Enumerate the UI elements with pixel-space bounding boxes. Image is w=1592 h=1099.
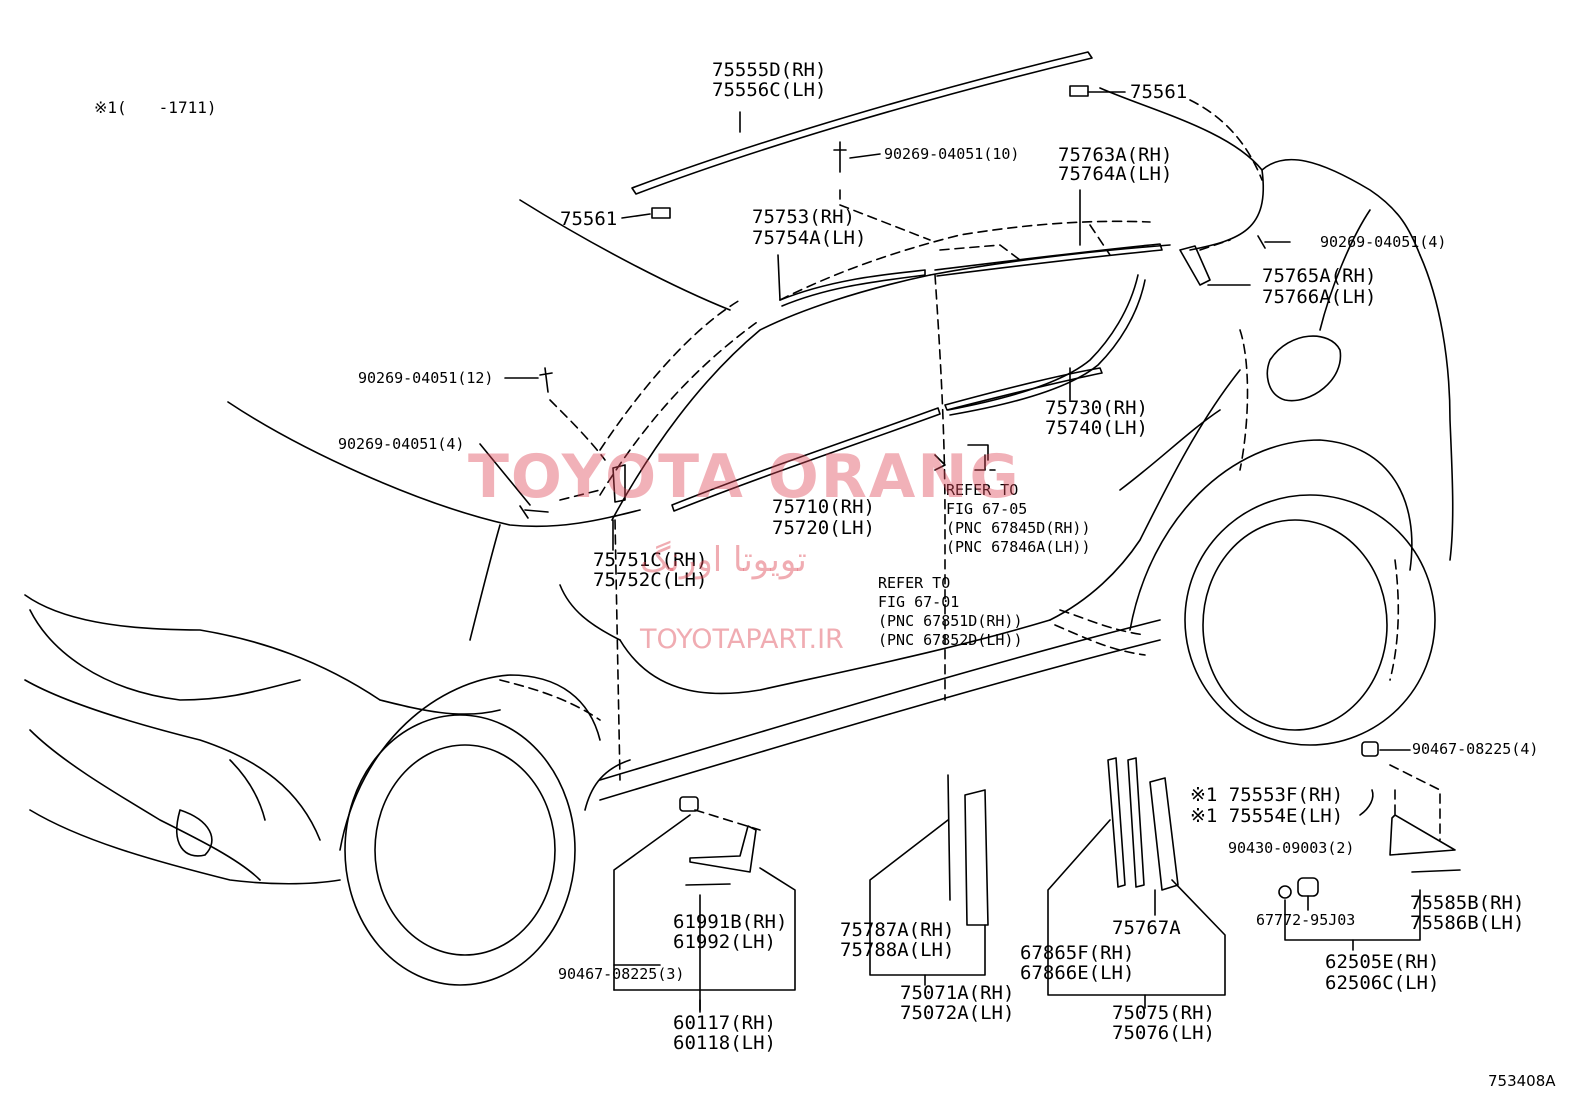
roof-clips bbox=[621, 85, 1126, 219]
watermark-brand: TOYOTA ORANG bbox=[468, 442, 1021, 512]
label-clip-4: 90467-08225(4) bbox=[1412, 740, 1539, 758]
label-pillar-garnish-rh: 75751C(RH) bbox=[593, 549, 708, 571]
label-rear-quarter-assy-lh: 62506C(LH) bbox=[1325, 972, 1440, 994]
label-rear-quarter-lh: 75586B(LH) bbox=[1410, 912, 1525, 934]
refer-note-1-line1: REFER TO bbox=[946, 481, 1019, 499]
rear-quarter-group bbox=[1278, 741, 1461, 951]
rear-garnish-part bbox=[1179, 245, 1251, 286]
diagram-code: 753408A bbox=[1488, 1072, 1556, 1090]
refer-note-2-line4: (PNC 67852D(LH)) bbox=[878, 631, 1023, 649]
label-roof-rail-lh: 75556C(LH) bbox=[712, 79, 827, 101]
applicability-note: ※1( -1711) bbox=[94, 98, 217, 117]
pillar-garnish bbox=[612, 464, 626, 551]
label-screw-4-rear: 90269-04051(4) bbox=[1320, 233, 1447, 251]
label-front-door-molding-lh: 75720(LH) bbox=[772, 517, 875, 539]
label-screw-4-front: 90269-04051(4) bbox=[338, 435, 465, 453]
screws bbox=[479, 141, 1291, 519]
label-c-pillar-assy-lh: 75076(LH) bbox=[1112, 1022, 1215, 1044]
label-b-pillar-assy-lh: 75072A(LH) bbox=[900, 1002, 1015, 1024]
c-pillar-group bbox=[1047, 757, 1226, 1009]
refer-note-2-line3: (PNC 67851D(RH)) bbox=[878, 612, 1023, 630]
label-rear-quarter-assy-rh: 62505E(RH) bbox=[1325, 951, 1440, 973]
label-mudguard-sub-rh: 61991B(RH) bbox=[673, 911, 788, 933]
label-clip-3: 90467-08225(3) bbox=[558, 965, 685, 983]
label-screw-10: 90269-04051(10) bbox=[884, 145, 1020, 163]
label-plug: 90430-09003(2) bbox=[1228, 839, 1355, 857]
label-screw-12: 90269-04051(12) bbox=[358, 369, 494, 387]
watermark-url: TOYOTAPART.IR bbox=[640, 624, 844, 655]
label-rear-door-molding-rh: 75730(RH) bbox=[1045, 397, 1148, 419]
label-rear-door-molding-lh: 75740(LH) bbox=[1045, 417, 1148, 439]
mudguard-group bbox=[613, 796, 796, 1013]
label-b-pillar-tape-rh: 75787A(RH) bbox=[840, 919, 955, 941]
label-rear-door-frame-rh: 75763A(RH) bbox=[1058, 144, 1173, 166]
label-star-rh: ※1 75553F(RH) bbox=[1190, 784, 1344, 806]
label-b-pillar-assy-rh: 75071A(RH) bbox=[900, 982, 1015, 1004]
refer-note-1-line3: (PNC 67845D(RH)) bbox=[946, 519, 1091, 537]
door-frame-moldings bbox=[777, 189, 1163, 416]
roof-rail-molding bbox=[631, 51, 1093, 195]
label-clip-rear: 75561 bbox=[1130, 81, 1188, 103]
label-pillar-garnish-lh: 75752C(LH) bbox=[593, 569, 708, 591]
label-rear-quarter-rh: 75585B(RH) bbox=[1410, 892, 1525, 914]
label-c-pillar-single: 75767A bbox=[1112, 917, 1181, 939]
label-mudguard-lh: 60118(LH) bbox=[673, 1032, 776, 1054]
car-body-outline bbox=[24, 87, 1454, 986]
label-star-lh: ※1 75554E(LH) bbox=[1190, 805, 1344, 827]
refer-note-2-line2: FIG 67-01 bbox=[878, 593, 960, 611]
label-rear-garnish-rh: 75765A(RH) bbox=[1262, 265, 1377, 287]
label-roof-rail-rh: 75555D(RH) bbox=[712, 59, 827, 81]
label-clip-front: 75561 bbox=[560, 208, 618, 230]
refer-note-2-line1: REFER TO bbox=[878, 574, 951, 592]
label-c-pillar-tape-lh: 67866E(LH) bbox=[1020, 962, 1135, 984]
label-front-door-molding-rh: 75710(RH) bbox=[772, 496, 875, 518]
label-b-pillar-tape-lh: 75788A(LH) bbox=[840, 939, 955, 961]
label-mudguard-rh: 60117(RH) bbox=[673, 1012, 776, 1034]
label-front-door-frame-rh: 75753(RH) bbox=[752, 206, 855, 228]
label-mudguard-sub-lh: 61992(LH) bbox=[673, 931, 776, 953]
refer-note-1-line4: (PNC 67846A(LH)) bbox=[946, 538, 1091, 556]
label-grommet: 67772-95J03 bbox=[1256, 911, 1356, 929]
label-front-door-frame-lh: 75754A(LH) bbox=[752, 227, 867, 249]
b-pillar-group bbox=[869, 774, 989, 986]
label-rear-garnish-lh: 75766A(LH) bbox=[1262, 286, 1377, 308]
label-rear-door-frame-lh: 75764A(LH) bbox=[1058, 163, 1173, 185]
label-c-pillar-assy-rh: 75075(RH) bbox=[1112, 1002, 1215, 1024]
watermark-persian: تویوتا اورنگ bbox=[640, 540, 807, 580]
hidden-lines bbox=[499, 99, 1441, 841]
refer-leaders bbox=[934, 444, 989, 471]
refer-note-1-line2: FIG 67-05 bbox=[946, 500, 1028, 518]
belt-moldings bbox=[671, 367, 1103, 512]
label-c-pillar-tape-rh: 67865F(RH) bbox=[1020, 942, 1135, 964]
